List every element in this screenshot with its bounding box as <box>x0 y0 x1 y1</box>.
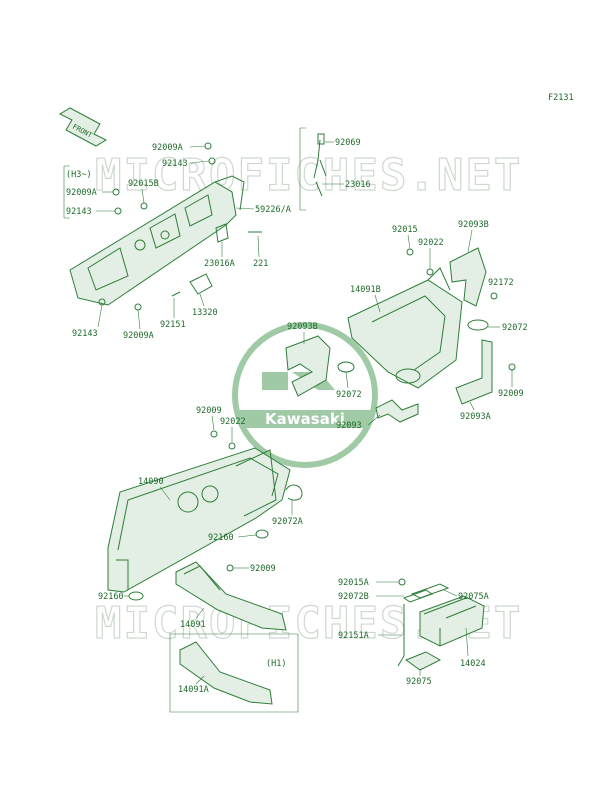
kawasaki-logo: Kawasaki <box>232 322 378 468</box>
part-label-59226a[interactable]: 59226/A <box>255 205 291 215</box>
group-h3: (H3~) <box>66 170 92 180</box>
plate-92072b <box>402 589 434 603</box>
bolt-92015b <box>140 202 148 210</box>
part-label-92022-center[interactable]: 92022 <box>220 417 246 427</box>
bolt-92151 <box>171 291 181 297</box>
bracket-92093a <box>455 339 493 405</box>
bolt-92009-bottom <box>226 564 234 572</box>
bolt-92015 <box>406 248 414 256</box>
bracket-92093b-center <box>285 335 331 397</box>
bolt-92009a-top <box>204 142 212 150</box>
part-label-92009-center[interactable]: 92009 <box>196 406 222 416</box>
bracket-92093 <box>375 399 419 423</box>
dash-panel-part <box>69 175 245 306</box>
part-label-92015a[interactable]: 92015A <box>338 578 369 588</box>
box-14024-part <box>419 595 485 647</box>
part-label-92009-bottom[interactable]: 92009 <box>250 564 276 574</box>
pad-92075 <box>404 651 442 671</box>
part-label-92072b[interactable]: 92072B <box>338 592 369 602</box>
part-label-92160-middle[interactable]: 92160 <box>208 533 234 543</box>
part-label-92069[interactable]: 92069 <box>335 138 361 148</box>
watermark-top: MICROFICHES.NET <box>95 150 522 201</box>
part-label-92072-center[interactable]: 92072 <box>336 390 362 400</box>
part-label-221[interactable]: 221 <box>253 259 268 269</box>
bolt-92009-right <box>508 363 516 371</box>
part-label-92151[interactable]: 92151 <box>160 320 186 330</box>
panel-14090-part <box>107 447 291 593</box>
part-label-92143-h3[interactable]: 92143 <box>66 207 92 217</box>
part-label-92093b-right[interactable]: 92093B <box>458 220 489 230</box>
front-arrow-icon: FRONT <box>58 107 108 147</box>
part-label-92075a[interactable]: 92075A <box>458 592 489 602</box>
bolt-92151a <box>397 604 405 667</box>
part-label-14024[interactable]: 14024 <box>460 659 486 669</box>
part-label-92075[interactable]: 92075 <box>406 677 432 687</box>
group-h1: (H1) <box>266 659 286 669</box>
cover-14091b-part <box>347 267 463 389</box>
figure-code: F2131 <box>548 93 574 103</box>
grommet-92072-right <box>467 319 489 331</box>
logo-text: Kawasaki <box>265 410 345 428</box>
part-label-92015b[interactable]: 92015B <box>128 179 159 189</box>
bolt-92172 <box>490 292 498 300</box>
part-label-92009a-top[interactable]: 92009A <box>152 143 183 153</box>
part-label-92015[interactable]: 92015 <box>392 225 418 235</box>
cover-14091a-part <box>179 641 273 705</box>
part-label-13320[interactable]: 13320 <box>192 308 218 318</box>
part-label-14091b[interactable]: 14091B <box>350 285 381 295</box>
part-label-92093[interactable]: 92093 <box>336 421 362 431</box>
part-label-23016a[interactable]: 23016A <box>204 259 235 269</box>
bolt-92009a-low <box>134 303 142 311</box>
part-label-92093b-center[interactable]: 92093B <box>287 322 318 332</box>
h3-bracket <box>63 165 70 219</box>
washer-92022-right <box>426 268 434 276</box>
switch-13320 <box>189 273 213 295</box>
stay-92075a <box>410 583 450 599</box>
harness-23016 <box>313 139 327 197</box>
part-label-14091a[interactable]: 14091A <box>178 685 209 695</box>
grommet-92072-center <box>337 361 355 373</box>
part-label-92143-low[interactable]: 92143 <box>72 329 98 339</box>
part-label-92093a[interactable]: 92093A <box>460 412 491 422</box>
part-label-14091[interactable]: 14091 <box>180 620 206 630</box>
bolt-92009-center <box>210 430 218 438</box>
clamp-92072a <box>285 484 303 501</box>
part-label-92009a-h3[interactable]: 92009A <box>66 188 97 198</box>
bracket-23016a <box>215 223 229 243</box>
part-label-23016[interactable]: 23016 <box>345 180 371 190</box>
part-label-92072a[interactable]: 92072A <box>272 517 303 527</box>
part-label-92009a-low[interactable]: 92009A <box>123 331 154 341</box>
washer-92022-center <box>228 442 236 450</box>
part-label-92072-right[interactable]: 92072 <box>502 323 528 333</box>
part-label-92151a[interactable]: 92151A <box>338 631 369 641</box>
part-label-14090[interactable]: 14090 <box>138 477 164 487</box>
damper-92160-middle <box>255 529 269 539</box>
part-label-92172[interactable]: 92172 <box>488 278 514 288</box>
harness-bracket <box>299 127 306 211</box>
nut-92015a <box>398 578 406 586</box>
h1-bracket <box>169 633 299 713</box>
part-label-92022-right[interactable]: 92022 <box>418 238 444 248</box>
part-label-92143-top[interactable]: 92143 <box>162 159 188 169</box>
bracket-92093b-right <box>449 247 487 307</box>
part-label-92160-left[interactable]: 92160 <box>98 592 124 602</box>
part-label-92009-right[interactable]: 92009 <box>498 389 524 399</box>
